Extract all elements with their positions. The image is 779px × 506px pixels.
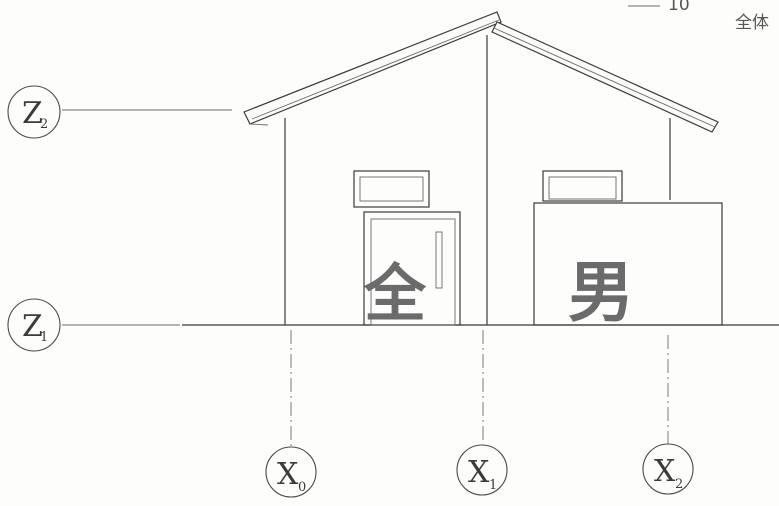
- title-note: 全体: [735, 13, 769, 33]
- axis-x2: X 2: [642, 443, 694, 495]
- level-z1-letter: Z: [22, 309, 43, 344]
- axis-x2-bubble: [642, 443, 694, 495]
- right-door: 男: [533, 170, 723, 331]
- left-transom: [353, 170, 430, 208]
- roof-left-eave: [249, 123, 269, 126]
- level-z2-sub: 2: [40, 117, 48, 132]
- roof-right-slope: [491, 21, 719, 133]
- roof-right-inner: [493, 27, 716, 128]
- axis-x0: X 0: [265, 446, 317, 498]
- axis-x0-sub: 0: [298, 480, 306, 495]
- roof: [243, 11, 719, 133]
- left-door-panel: [370, 218, 456, 326]
- axis-x0-letter: X: [277, 457, 299, 492]
- level-z2-bubble: [7, 85, 61, 139]
- corner-mark: 10: [668, 0, 690, 15]
- axis-x0-bubble: [265, 446, 317, 498]
- level-z1-sub: 1: [40, 330, 48, 345]
- left-door-char: 全: [363, 257, 427, 330]
- right-door-panel: [533, 202, 723, 326]
- axis-x2-letter: X: [654, 454, 676, 489]
- level-z1: Z 1: [7, 298, 180, 352]
- axis-x1-sub: 1: [489, 478, 497, 493]
- left-door-handle: [435, 231, 443, 289]
- level-z1-bubble: [7, 298, 61, 352]
- axis-x1: X 1: [456, 444, 508, 496]
- left-transom-inner: [359, 176, 424, 202]
- level-z2-letter: Z: [22, 96, 43, 131]
- right-door-char: 男: [568, 254, 634, 331]
- axis-x2-sub: 2: [675, 477, 683, 492]
- level-z2: Z 2: [7, 85, 232, 139]
- axis-x1-letter: X: [468, 455, 490, 490]
- left-door: 全: [353, 170, 461, 330]
- right-transom-inner: [548, 176, 617, 200]
- right-transom: [542, 170, 623, 202]
- roof-left-inner: [251, 19, 500, 120]
- axis-x1-bubble: [456, 444, 508, 496]
